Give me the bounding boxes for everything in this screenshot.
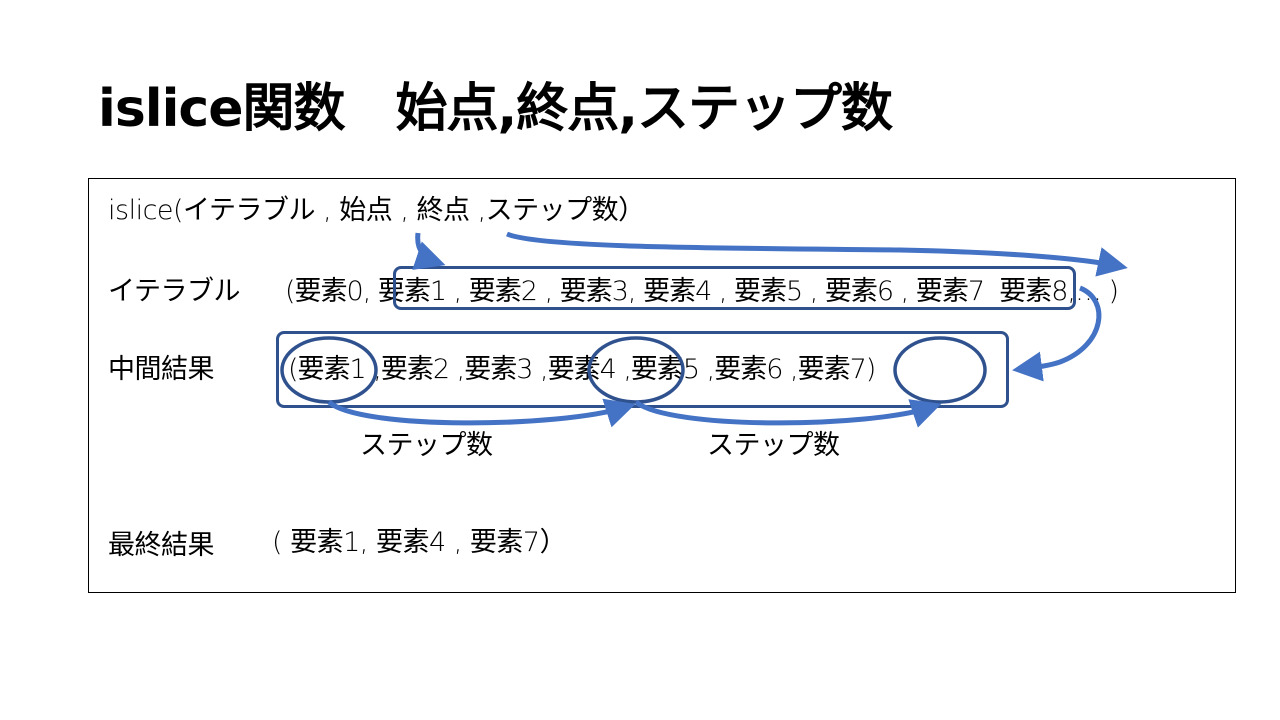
middle-result-label: 中間結果 <box>108 354 215 385</box>
step-label-2: ステップ数 <box>707 430 840 461</box>
iterable-slice-highlight-box <box>393 266 1076 310</box>
diagram-frame <box>88 178 1236 593</box>
iterable-label: イテラブル <box>108 276 240 307</box>
final-result-content: ( 要素1, 要素4 , 要素7） <box>272 527 567 558</box>
final-result-label: 最終結果 <box>108 530 215 561</box>
slide-title: islice関数 始点,終点,ステップ数 <box>98 79 893 139</box>
islice-signature: islice(イテラブル , 始点 , 終点 ,ステップ数） <box>108 195 645 226</box>
step-label-1: ステップ数 <box>360 430 493 461</box>
middle-result-box <box>276 331 1009 408</box>
